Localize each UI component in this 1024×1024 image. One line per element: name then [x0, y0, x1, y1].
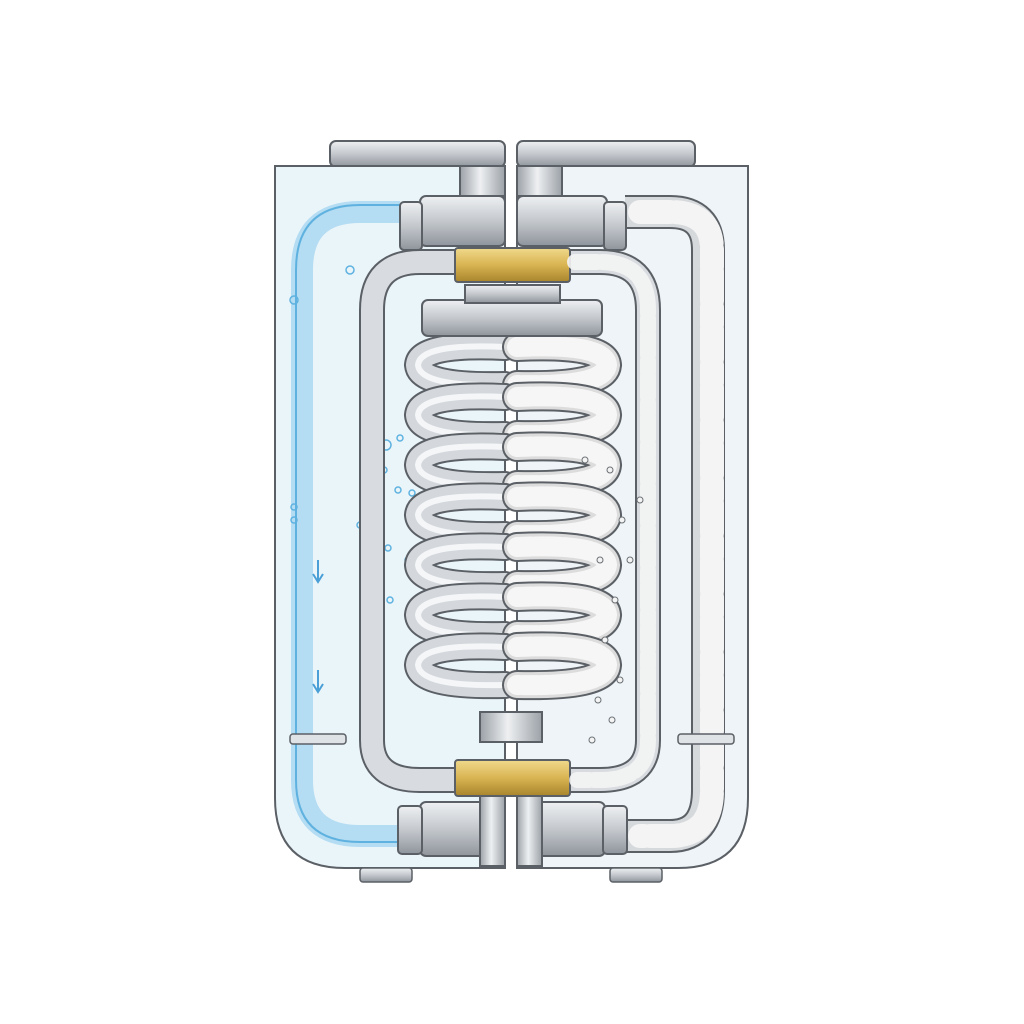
scale-particle: [606, 466, 614, 474]
scale-particle: [626, 556, 634, 564]
scale-deposit-inner: [567, 254, 656, 788]
bracket-right: [677, 733, 735, 745]
scale-deposit-outer: [628, 200, 724, 848]
scale-particle: [618, 516, 626, 524]
pipe-coupling: [602, 805, 628, 855]
top-manifold-left: [419, 195, 506, 247]
top-cap-left: [329, 140, 506, 168]
scale-particle: [608, 716, 616, 724]
brass-fitting-bottom: [454, 759, 571, 797]
scale-particle: [611, 596, 619, 604]
coil-top-flange: [421, 299, 603, 337]
pipe-coupling: [397, 805, 423, 855]
scale-particle: [636, 496, 644, 504]
down-arrow-icon: [312, 560, 324, 694]
water-flow-channel: [291, 201, 400, 847]
bracket-left: [289, 733, 347, 745]
scale-particle: [596, 556, 604, 564]
coil-bottom-stem: [479, 711, 543, 743]
top-manifold-right: [516, 195, 608, 247]
coil-turn: [414, 643, 508, 689]
heating-coil: [403, 331, 623, 701]
pipe-coupling: [603, 201, 627, 251]
brass-fitting-top: [454, 247, 571, 283]
pipe-coupling: [399, 201, 423, 251]
scale-particle: [616, 676, 624, 684]
water-flow-line: [295, 204, 400, 843]
coil-turn: [507, 636, 618, 696]
scale-particle: [581, 456, 589, 464]
scale-particles: [581, 456, 644, 744]
scale-particle: [601, 636, 609, 644]
scale-particle: [594, 696, 602, 704]
foot-left: [359, 867, 413, 883]
scale-particle: [588, 736, 596, 744]
foot-right: [609, 867, 663, 883]
top-cap-right: [516, 140, 696, 168]
